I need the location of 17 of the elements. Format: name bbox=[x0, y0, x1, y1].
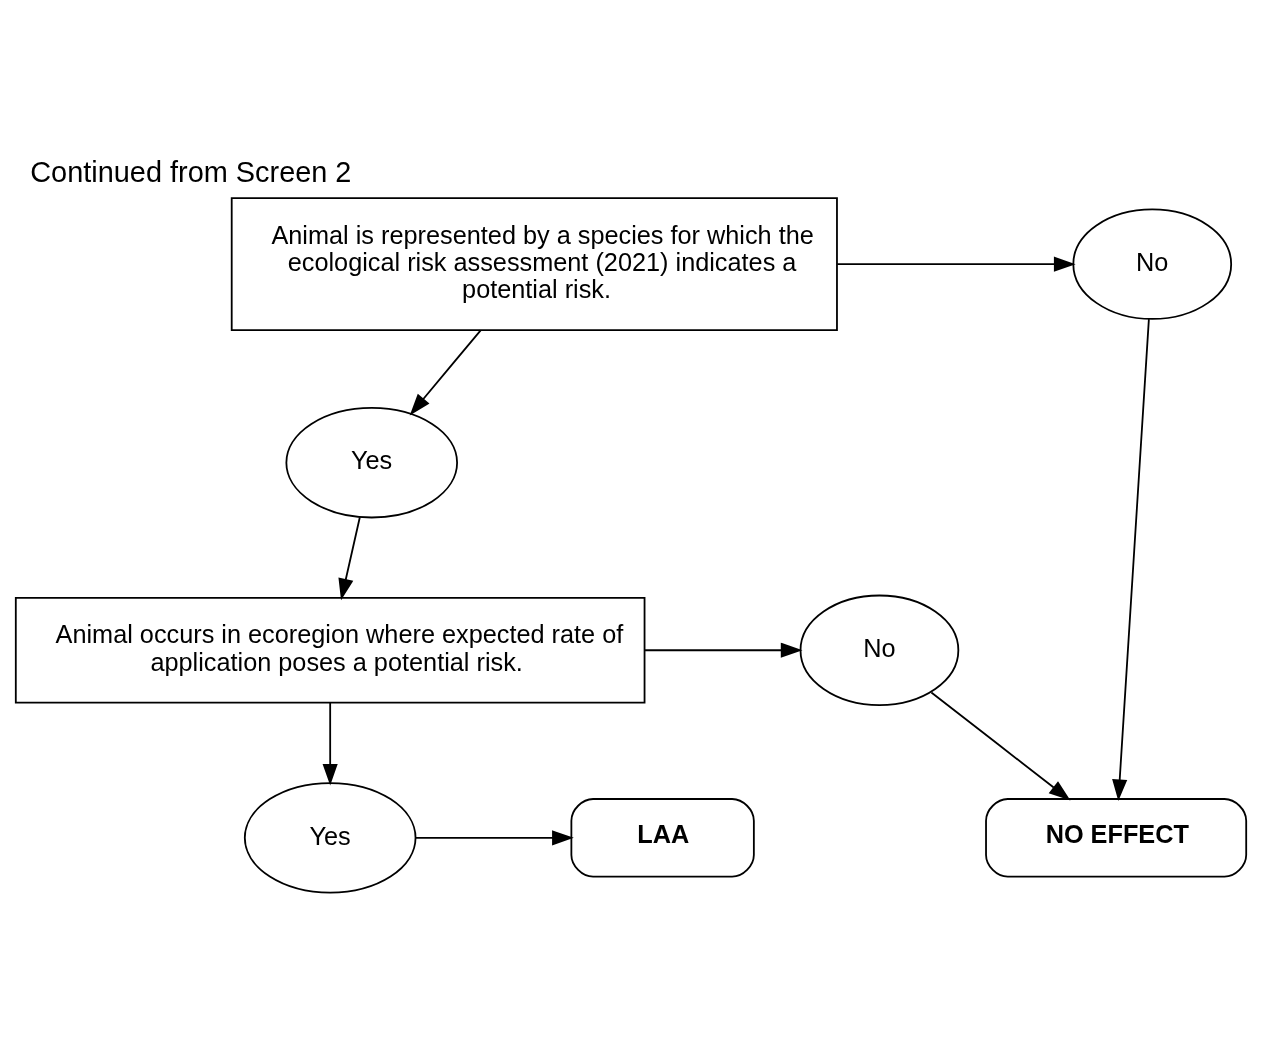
arrow bbox=[1112, 318, 1150, 802]
arrow bbox=[836, 256, 1076, 272]
node-box: Animal occurs in ecoregion where expected rate of application poses a potential risk. bbox=[14, 596, 646, 704]
node-ellipse: No bbox=[1072, 208, 1233, 320]
arrow bbox=[409, 329, 482, 416]
node-box: NO EFFECT bbox=[985, 798, 1248, 878]
arrow bbox=[644, 642, 803, 658]
node-box: LAA bbox=[570, 798, 755, 878]
diagram-title: Continued from Screen 2 bbox=[30, 155, 352, 188]
arrow bbox=[930, 691, 1071, 801]
arrow bbox=[338, 516, 361, 601]
node-ellipse: No bbox=[799, 594, 960, 706]
node-ellipse: Yes bbox=[243, 782, 417, 894]
node-box: Animal is represented by a species for which the ecological risk assessment (2021) indicates a potential risk. bbox=[230, 197, 838, 331]
arrow bbox=[415, 830, 574, 846]
arrow bbox=[322, 701, 338, 786]
node-ellipse: Yes bbox=[285, 407, 458, 519]
